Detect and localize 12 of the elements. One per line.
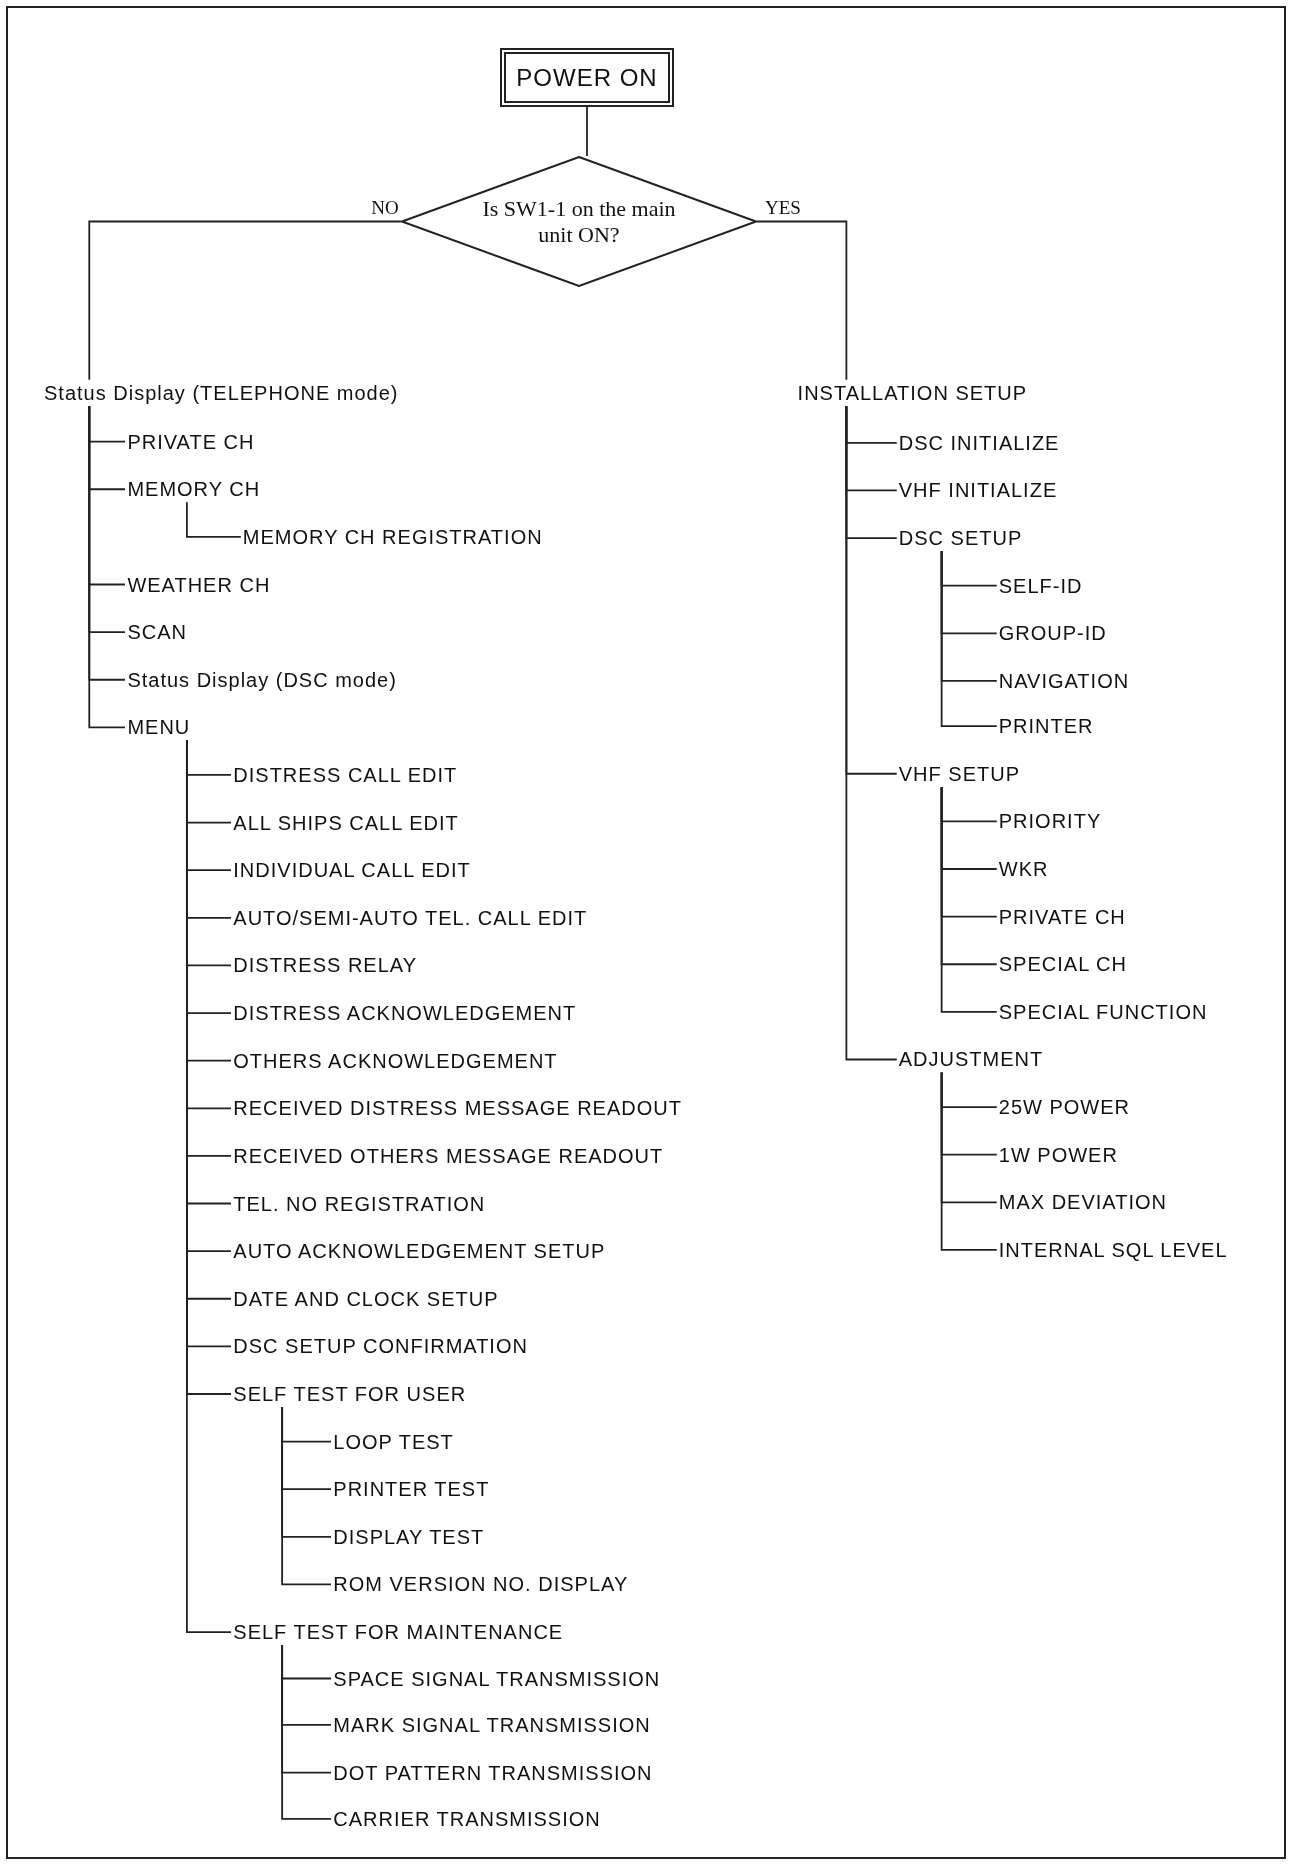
connector-line [586, 106, 588, 157]
connector-line [281, 1644, 333, 1820]
connector-line [756, 220, 848, 381]
connector-line [88, 220, 402, 381]
connector-line [940, 550, 998, 728]
connector-line [940, 785, 998, 1013]
terminal-box: POWER ON [500, 48, 674, 107]
connector-line [940, 1071, 998, 1251]
connector-line [281, 1406, 333, 1586]
connector-line [845, 404, 898, 1061]
connector-line [186, 501, 242, 538]
decision-text: Is SW1-1 on the main unit ON? [481, 195, 677, 248]
